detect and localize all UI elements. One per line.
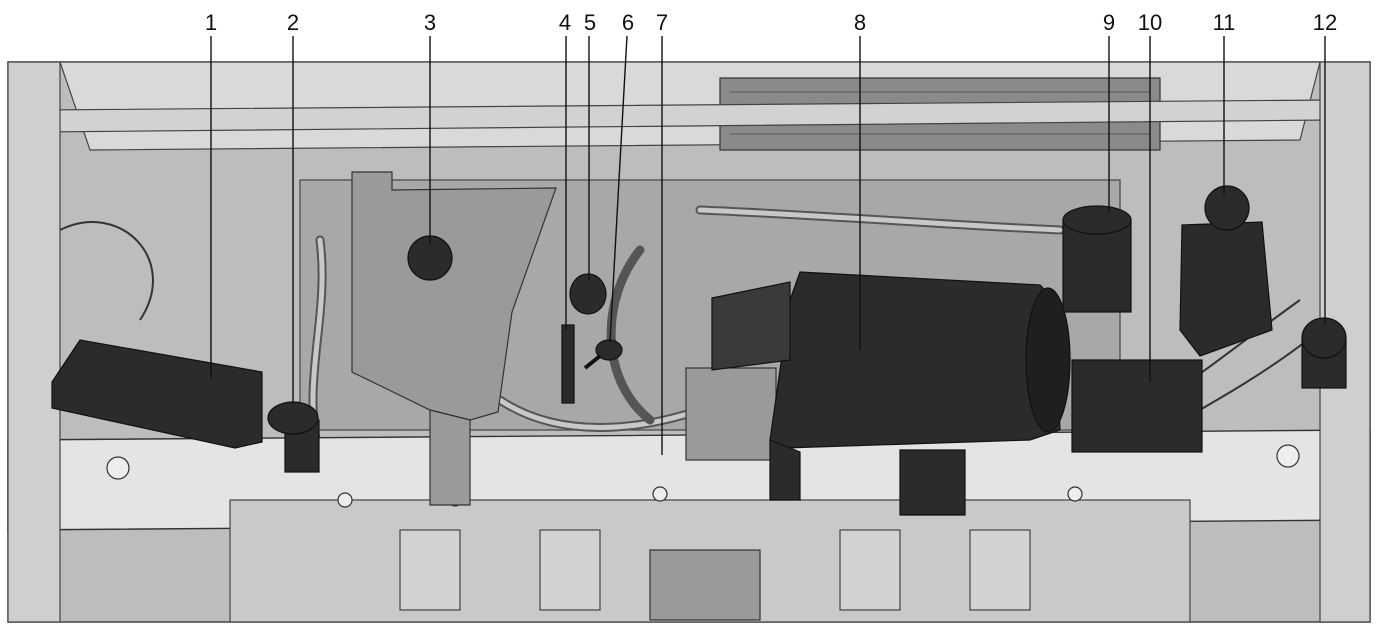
- callout-2: 2: [287, 10, 299, 35]
- radiator-support-blocks: [399, 529, 1031, 611]
- callout-5: 5: [584, 10, 596, 35]
- fill-cap-6: [583, 339, 623, 370]
- callout-10: 10: [1138, 10, 1162, 35]
- callout-3: 3: [424, 10, 436, 35]
- component-7: [685, 367, 777, 461]
- dipstick-handle: [561, 324, 575, 404]
- callout-12: 12: [1313, 10, 1337, 35]
- callout-11: 11: [1213, 10, 1236, 35]
- callout-7: 7: [656, 10, 668, 35]
- callout-6: 6: [622, 10, 634, 35]
- fill-cap-12: [1301, 317, 1347, 389]
- reservoir-3: [351, 171, 557, 506]
- reservoir-9: [1062, 205, 1132, 313]
- callout-9: 9: [1103, 10, 1115, 35]
- leader-lines: [210, 35, 1326, 455]
- reservoir-11: [1179, 185, 1273, 357]
- engine-bay-illustration: [7, 61, 1371, 623]
- fuse-block: [51, 339, 263, 449]
- battery: [1071, 359, 1203, 453]
- callout-1: 1: [205, 10, 217, 35]
- frame-bolts: [106, 444, 1300, 508]
- fill-cap-5: [569, 273, 607, 315]
- callout-8: 8: [854, 10, 866, 35]
- fill-cap-2: [267, 401, 320, 473]
- leader-line-6: [609, 35, 628, 343]
- air-cleaner-housing: [711, 271, 1071, 516]
- callout-4: 4: [559, 10, 571, 35]
- callout-labels: 1 2 3 4 5 6 7 8 9 10 11 12: [205, 10, 1337, 35]
